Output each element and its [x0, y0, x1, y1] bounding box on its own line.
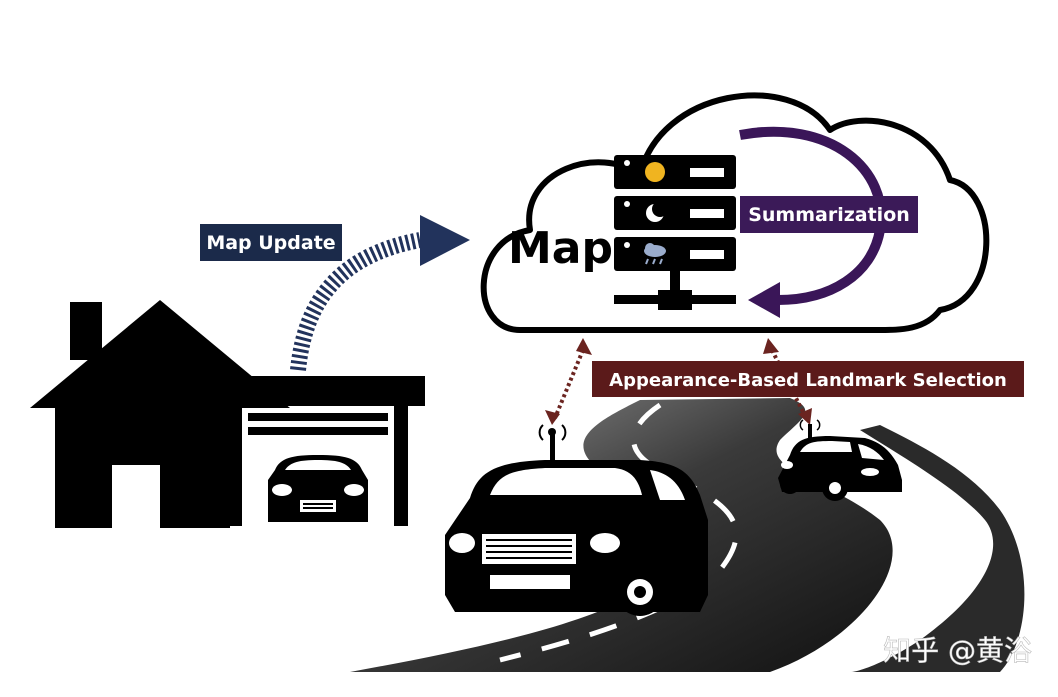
road-lane-markings [499, 402, 739, 663]
map-update-arrow [290, 215, 470, 371]
vehicle-large [445, 424, 708, 616]
garage-car [268, 455, 368, 522]
road [350, 398, 1025, 672]
vehicle-small [778, 419, 902, 501]
sun-icon [645, 162, 665, 182]
house [30, 300, 425, 528]
moon-icon [646, 201, 668, 222]
landmark-selection-text: Appearance-Based Landmark Selection [609, 370, 1007, 391]
map-title: Map [508, 223, 613, 274]
map-update-label: Map Update [200, 224, 342, 261]
rain-cloud-icon [644, 243, 666, 265]
landmark-selection-label: Appearance-Based Landmark Selection [592, 361, 1024, 397]
summarization-text: Summarization [748, 204, 910, 226]
map-update-text: Map Update [206, 232, 335, 254]
server-stack [614, 155, 736, 310]
antenna-icon [538, 424, 567, 462]
antenna-icon [799, 419, 821, 440]
watermark-text: 知乎 @黄浴 [883, 634, 1032, 667]
summarization-label: Summarization [740, 196, 918, 233]
